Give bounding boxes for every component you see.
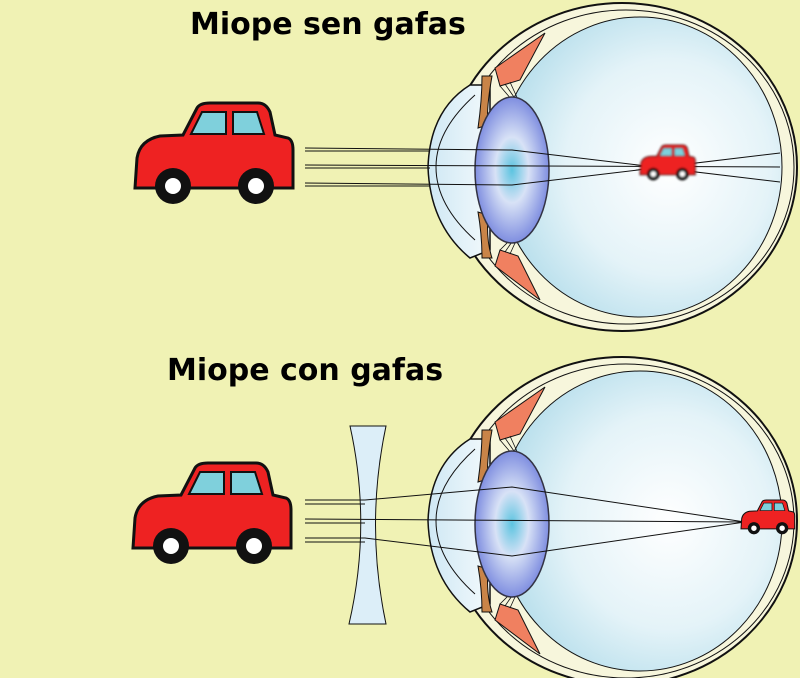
light-rays <box>304 486 746 557</box>
panel-with-glasses <box>131 356 798 678</box>
car-object <box>131 461 293 566</box>
title-without-glasses: Miope sen gafas <box>190 7 466 42</box>
panel-without-glasses <box>133 2 798 332</box>
title-with-glasses: Miope con gafas <box>167 353 444 388</box>
concave-lens <box>348 425 387 625</box>
car-object <box>133 101 295 206</box>
